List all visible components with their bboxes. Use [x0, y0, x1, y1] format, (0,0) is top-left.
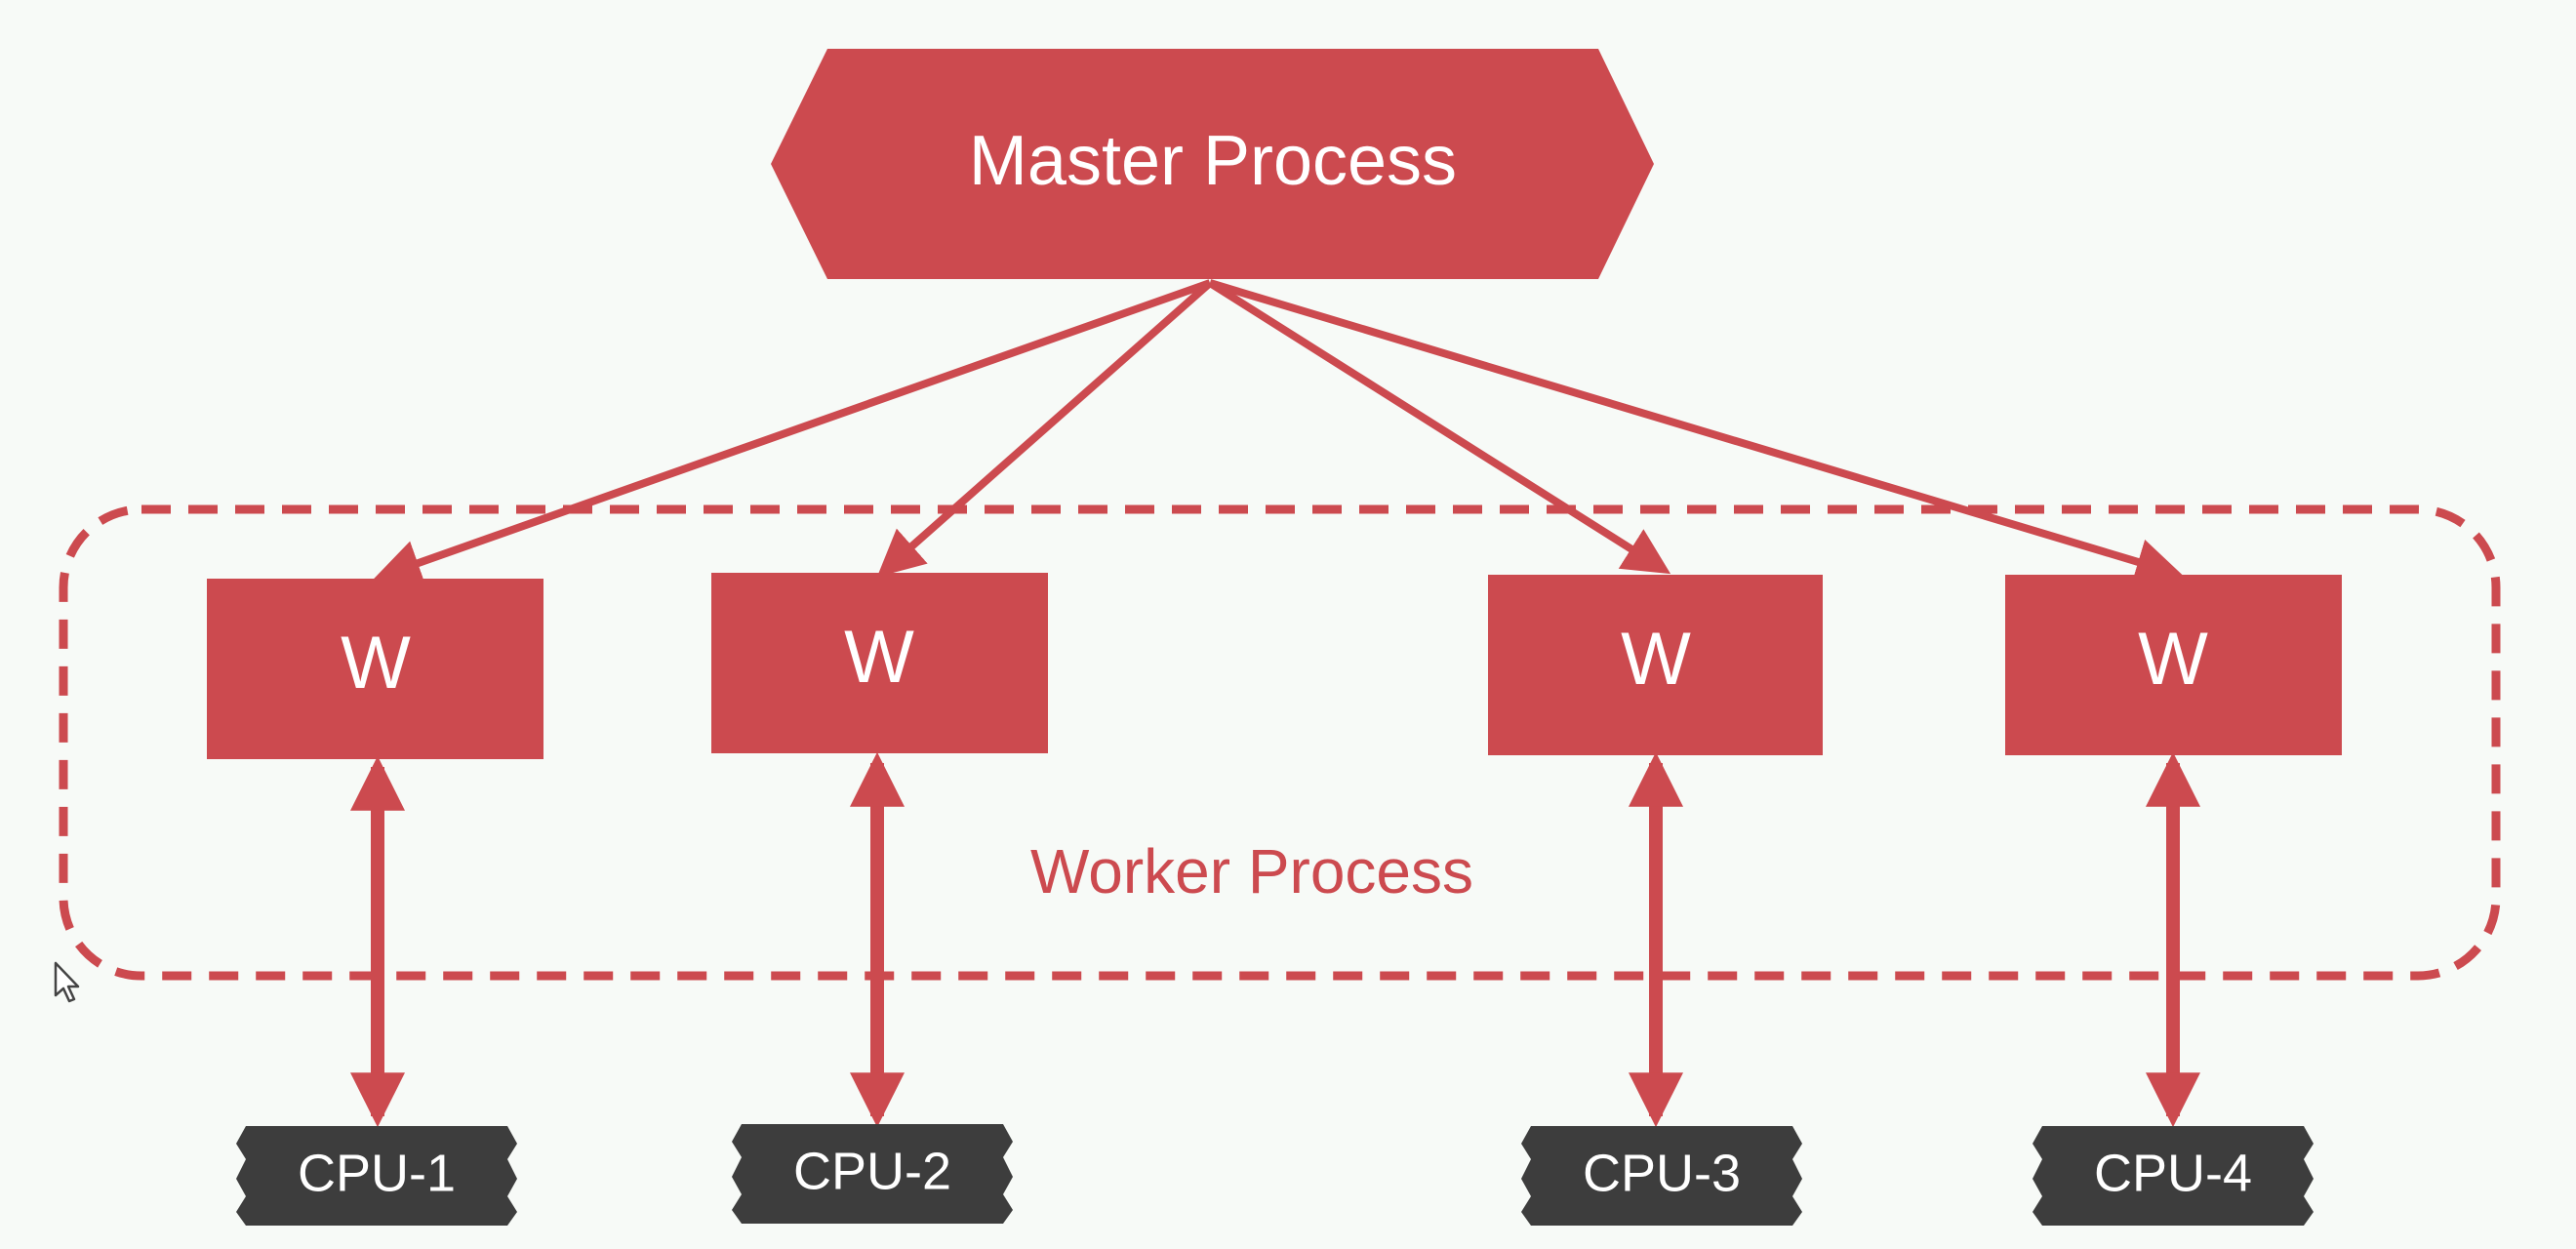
- connector-master-worker-3: [1207, 279, 1671, 575]
- connector-master-worker-4: [1208, 279, 2184, 584]
- cpu-label: CPU-1: [298, 1144, 456, 1202]
- cpu-label: CPU-3: [1583, 1144, 1741, 1202]
- cpu-node-4: CPU-4: [2033, 1126, 2314, 1226]
- worker-label: W: [2138, 618, 2208, 701]
- cpu-node-3: CPU-3: [1521, 1126, 1802, 1226]
- mouse-cursor-icon: [54, 961, 80, 1003]
- worker-label: W: [844, 616, 914, 699]
- worker-node-3: W: [1488, 575, 1823, 755]
- master-process-node: Master Process: [771, 49, 1654, 279]
- cpu-label: CPU-2: [793, 1142, 951, 1200]
- cpu-label: CPU-4: [2094, 1144, 2252, 1202]
- cpu-node-2: CPU-2: [732, 1124, 1013, 1224]
- worker-node-2: W: [711, 573, 1048, 753]
- worker-label: W: [1621, 618, 1691, 701]
- worker-cpu-connectors: [350, 751, 2200, 1128]
- master-process-label: Master Process: [969, 122, 1457, 200]
- master-to-worker-connectors: [373, 279, 2184, 585]
- worker-process-group: [59, 504, 2501, 981]
- worker-label: W: [341, 622, 411, 705]
- connector-master-worker-2: [876, 280, 1213, 578]
- worker-node-1: W: [207, 579, 543, 759]
- worker-process-group-label: Worker Process: [1030, 836, 1473, 907]
- cpu-node-1: CPU-1: [236, 1126, 517, 1226]
- connector-master-worker-1: [373, 279, 1212, 585]
- worker-node-4: W: [2005, 575, 2342, 755]
